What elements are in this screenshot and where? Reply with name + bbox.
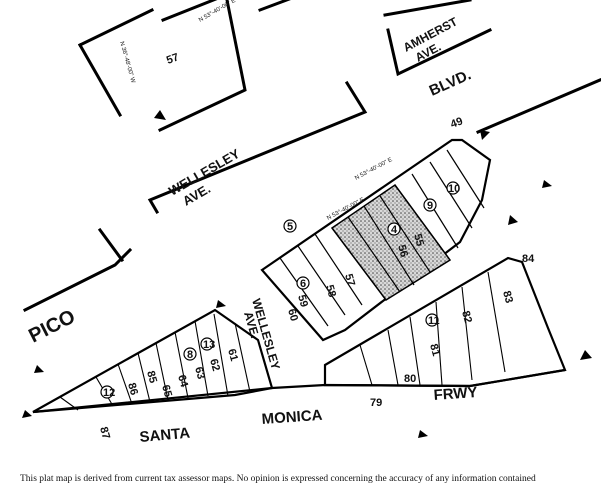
- parcel-86: 86: [125, 382, 140, 397]
- parcel-82: 82: [459, 310, 474, 325]
- blvd-label: BLVD.: [427, 66, 474, 99]
- parcel-56: 56: [395, 244, 410, 259]
- parcel-79: 79: [370, 397, 382, 409]
- parcel-61: 61: [225, 348, 240, 363]
- parcel-84: 84: [522, 253, 535, 265]
- parcel-55: 55: [411, 233, 426, 248]
- block-57-edge: [161, 0, 218, 22]
- parcel-60: 60: [285, 308, 300, 323]
- circle-10: 10: [448, 183, 460, 195]
- amherst-line-west: [258, 0, 291, 12]
- amherst-line-east: [383, 0, 472, 17]
- pico-south-edge-west: [22, 247, 133, 313]
- pico-south-edge-mid: [97, 227, 125, 263]
- central-block-outline: [260, 138, 492, 342]
- block-57-east: [158, 0, 247, 132]
- parcel-80: 80: [404, 373, 416, 385]
- southeast-block: [323, 256, 567, 388]
- circled-numbers: 5 6 8 9 10 11 12 13 4: [103, 183, 460, 399]
- southwest-block-outline: [32, 308, 274, 414]
- southwest-block: [32, 308, 274, 414]
- parcel-83: 83: [500, 290, 515, 305]
- disclaimer-text: This plat map is derived from current ta…: [20, 474, 536, 484]
- parcel-81: 81: [427, 343, 442, 358]
- circle-5: 5: [287, 221, 293, 233]
- freeway-lines: [32, 368, 566, 414]
- parcel-63: 63: [192, 366, 207, 381]
- southeast-block-outline: [323, 256, 567, 388]
- street-edge-top-west-2: [77, 42, 123, 118]
- dimension-bearing-2: N 53°-40'-00" E: [354, 157, 393, 182]
- circle-12: 12: [103, 387, 115, 399]
- parcel-65: 65: [159, 384, 174, 399]
- parcel-59: 59: [295, 294, 310, 309]
- street-lines: [22, 0, 601, 313]
- street-edge-top-west: [77, 7, 155, 48]
- parcel-49: 49: [449, 115, 465, 130]
- circle-6: 6: [300, 278, 306, 290]
- amherst-bracket: [386, 27, 493, 77]
- circle-11: 11: [428, 315, 440, 327]
- parcel-85: 85: [144, 370, 159, 385]
- monica-label: MONICA: [261, 407, 323, 428]
- lot-lines-central: [279, 149, 485, 327]
- freeway-north-edge: [32, 368, 566, 414]
- circle-13: 13: [203, 339, 215, 351]
- circled-markers: [100, 181, 460, 399]
- dimension-bearing-3: N 36°-48'-00" W: [118, 41, 136, 84]
- pico-label: PICO: [25, 306, 79, 348]
- street-edge-east: [476, 78, 601, 134]
- tick-marks: [22, 110, 592, 438]
- parcel-57-top: 57: [165, 51, 181, 66]
- lot-lines-southeast: [359, 271, 506, 386]
- central-block: [260, 138, 492, 342]
- parcel-87: 87: [97, 426, 112, 441]
- santa-label: SANTA: [139, 425, 191, 446]
- pico-north-edge: [147, 80, 368, 215]
- parcel-64: 64: [175, 374, 190, 390]
- parcel-57: 57: [342, 273, 357, 288]
- circle-9: 9: [427, 200, 433, 212]
- frwy-label: FRWY: [433, 384, 478, 404]
- parcel-58: 58: [323, 284, 338, 299]
- circle-4: 4: [391, 224, 398, 236]
- circle-8: 8: [187, 349, 193, 361]
- parcel-62: 62: [207, 358, 222, 373]
